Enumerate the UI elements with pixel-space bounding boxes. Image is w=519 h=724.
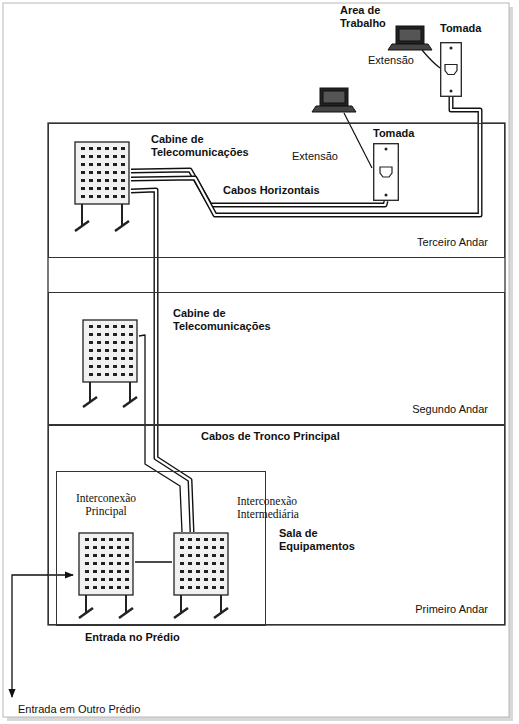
cable bbox=[131, 190, 192, 532]
cross-connect-rack: Interconexão Intermediária bbox=[172, 532, 230, 620]
node-label: Interconexão Principal bbox=[62, 492, 150, 518]
cable-core bbox=[131, 190, 192, 532]
cable-label: Cabos de Tronco Principal bbox=[200, 430, 341, 443]
node-label: Interconexão Intermediária bbox=[237, 495, 329, 521]
building-outline bbox=[48, 123, 505, 625]
cable-link bbox=[135, 561, 172, 562]
extension-cord bbox=[344, 113, 372, 168]
equipment-room: Interconexão PrincipalInterconexão Inter… bbox=[56, 471, 266, 626]
node-label: Cabine de Telecomunicações bbox=[173, 307, 291, 333]
picture-frame bbox=[3, 3, 509, 717]
wall-outlet: Tomada bbox=[373, 143, 399, 201]
cable bbox=[139, 335, 182, 532]
outlet-figure bbox=[440, 42, 462, 97]
cross-connect-rack: Interconexão Principal bbox=[77, 532, 135, 620]
node-label: Tomada bbox=[373, 127, 414, 140]
cable bbox=[131, 170, 386, 205]
computer bbox=[388, 26, 432, 50]
floor-band: Cabine de TelecomunicaçõesSegundo Andar bbox=[48, 292, 505, 425]
outlet-figure bbox=[373, 143, 399, 201]
floor-band: Interconexão PrincipalInterconexão Inter… bbox=[48, 425, 505, 625]
rack-figure bbox=[77, 532, 135, 620]
telecom-rack: Cabine de Telecomunicações bbox=[73, 141, 131, 233]
node-label: Cabine de Telecomunicações bbox=[151, 133, 269, 159]
area-label: Area de Trabalho bbox=[340, 4, 398, 30]
rack-figure bbox=[73, 141, 131, 233]
node-label: Sala de Equipamentos bbox=[279, 527, 374, 553]
node-label: Tomada bbox=[440, 22, 481, 35]
cable-bundle bbox=[131, 170, 386, 205]
rack-figure bbox=[172, 532, 230, 620]
node-label: Terceiro Andar bbox=[417, 236, 488, 249]
cable-core bbox=[131, 97, 480, 215]
entrance-label: Entrada em Outro Prédio bbox=[18, 703, 140, 716]
cable-link bbox=[139, 335, 182, 532]
entrance-arrow bbox=[12, 575, 73, 697]
node-label: Segundo Andar bbox=[412, 403, 488, 416]
cable bbox=[135, 562, 172, 563]
wall-outlet: Tomada bbox=[440, 42, 462, 97]
cord-label: Extensão bbox=[292, 150, 338, 163]
entrance-label: Entrada no Prédio bbox=[85, 631, 180, 644]
cable bbox=[131, 97, 480, 215]
extension-cord bbox=[422, 50, 440, 68]
rack-figure bbox=[81, 319, 139, 409]
telecom-rack: Cabine de Telecomunicações bbox=[81, 319, 139, 409]
node-label: Primeiro Andar bbox=[415, 603, 488, 616]
cord-label: Extensão bbox=[368, 54, 414, 67]
cable-label: Cabos Horizontais bbox=[222, 184, 321, 197]
cable-bundle bbox=[131, 190, 192, 532]
cable-bundle bbox=[131, 97, 480, 215]
cable-core bbox=[131, 170, 386, 205]
computer bbox=[312, 88, 356, 112]
